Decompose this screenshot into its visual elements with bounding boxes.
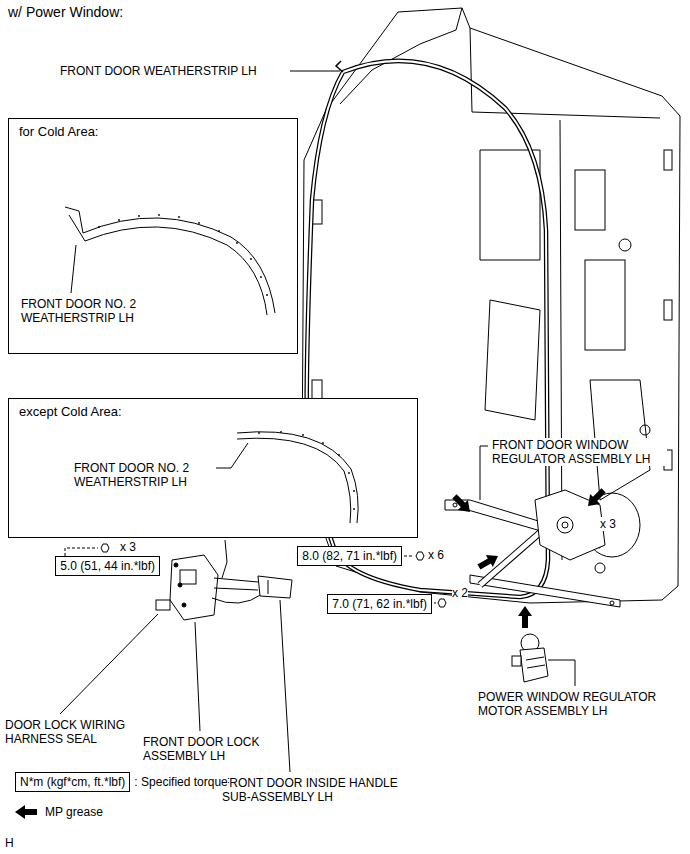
area-box: except Cold Area: FRONT DOOR NO. 2 WEATHE…: [8, 398, 418, 538]
part-name: FRONT DOOR NO. 2 WEATHERSTRIP LH: [21, 297, 171, 325]
quantity: x 6: [428, 548, 444, 562]
legend-text: : Specified torque: [134, 775, 227, 789]
leader-line: [480, 446, 481, 500]
quantity: x 3: [120, 540, 136, 554]
legend-grease-arrow: [15, 805, 37, 819]
leader-line: [195, 622, 200, 731]
area-heading: except Cold Area:: [19, 404, 122, 420]
area-heading: for Cold Area:: [19, 124, 99, 140]
torque-value: 7.0 (71, 62 in.*lbf): [332, 597, 427, 611]
torque-value: N*m (kgf*cm, ft.*lbf): [20, 775, 125, 789]
torque-box: 5.0 (51, 44 in.*lbf): [55, 556, 160, 576]
part-name: FRONT DOOR WINDOW REGULATOR ASSEMBLY LH: [492, 438, 667, 466]
leader-line: [290, 71, 340, 72]
part-name: POWER WINDOW REGULATOR MOTOR ASSEMBLY LH: [478, 690, 678, 718]
window-regulator-illustration: [445, 490, 620, 607]
leader-line: [480, 446, 488, 447]
part-name: FRONT DOOR WEATHERSTRIP LH: [60, 64, 257, 78]
motor-illustration: [512, 634, 548, 682]
torque-value: 8.0 (82, 71 in.*lbf): [302, 549, 397, 563]
part-name: DOOR LOCK WIRING HARNESS SEAL: [5, 718, 140, 746]
door-lock-illustration: [156, 540, 292, 620]
legend-item: : Specified torque: [134, 775, 227, 789]
area-box: for Cold Area: FRONT DOOR NO. 2 WEATHERST…: [8, 118, 298, 354]
torque-value: 5.0 (51, 44 in.*lbf): [60, 559, 155, 573]
torque-legend-box: N*m (kgf*cm, ft.*lbf): [15, 772, 130, 792]
leader-line: [60, 614, 158, 714]
part-name: FRONT DOOR LOCK ASSEMBLY LH: [143, 735, 283, 763]
grease-arrow: [449, 485, 608, 628]
torque-box: 7.0 (71, 62 in.*lbf): [327, 594, 432, 614]
legend-item: MP grease: [45, 805, 103, 819]
torque-box: 8.0 (82, 71 in.*lbf): [297, 546, 402, 566]
leader-line: [548, 660, 575, 686]
quantity: x 3: [600, 517, 616, 531]
part-name: FRONT DOOR NO. 2 WEATHERSTRIP LH: [74, 461, 214, 489]
diagram-title: w/ Power Window:: [8, 4, 123, 20]
quantity: x 2: [452, 586, 468, 600]
figure-code: H: [5, 836, 14, 850]
legend-text: MP grease: [45, 805, 103, 819]
part-name: FRONT DOOR INSIDE HANDLE SUB-ASSEMBLY LH: [222, 776, 427, 804]
